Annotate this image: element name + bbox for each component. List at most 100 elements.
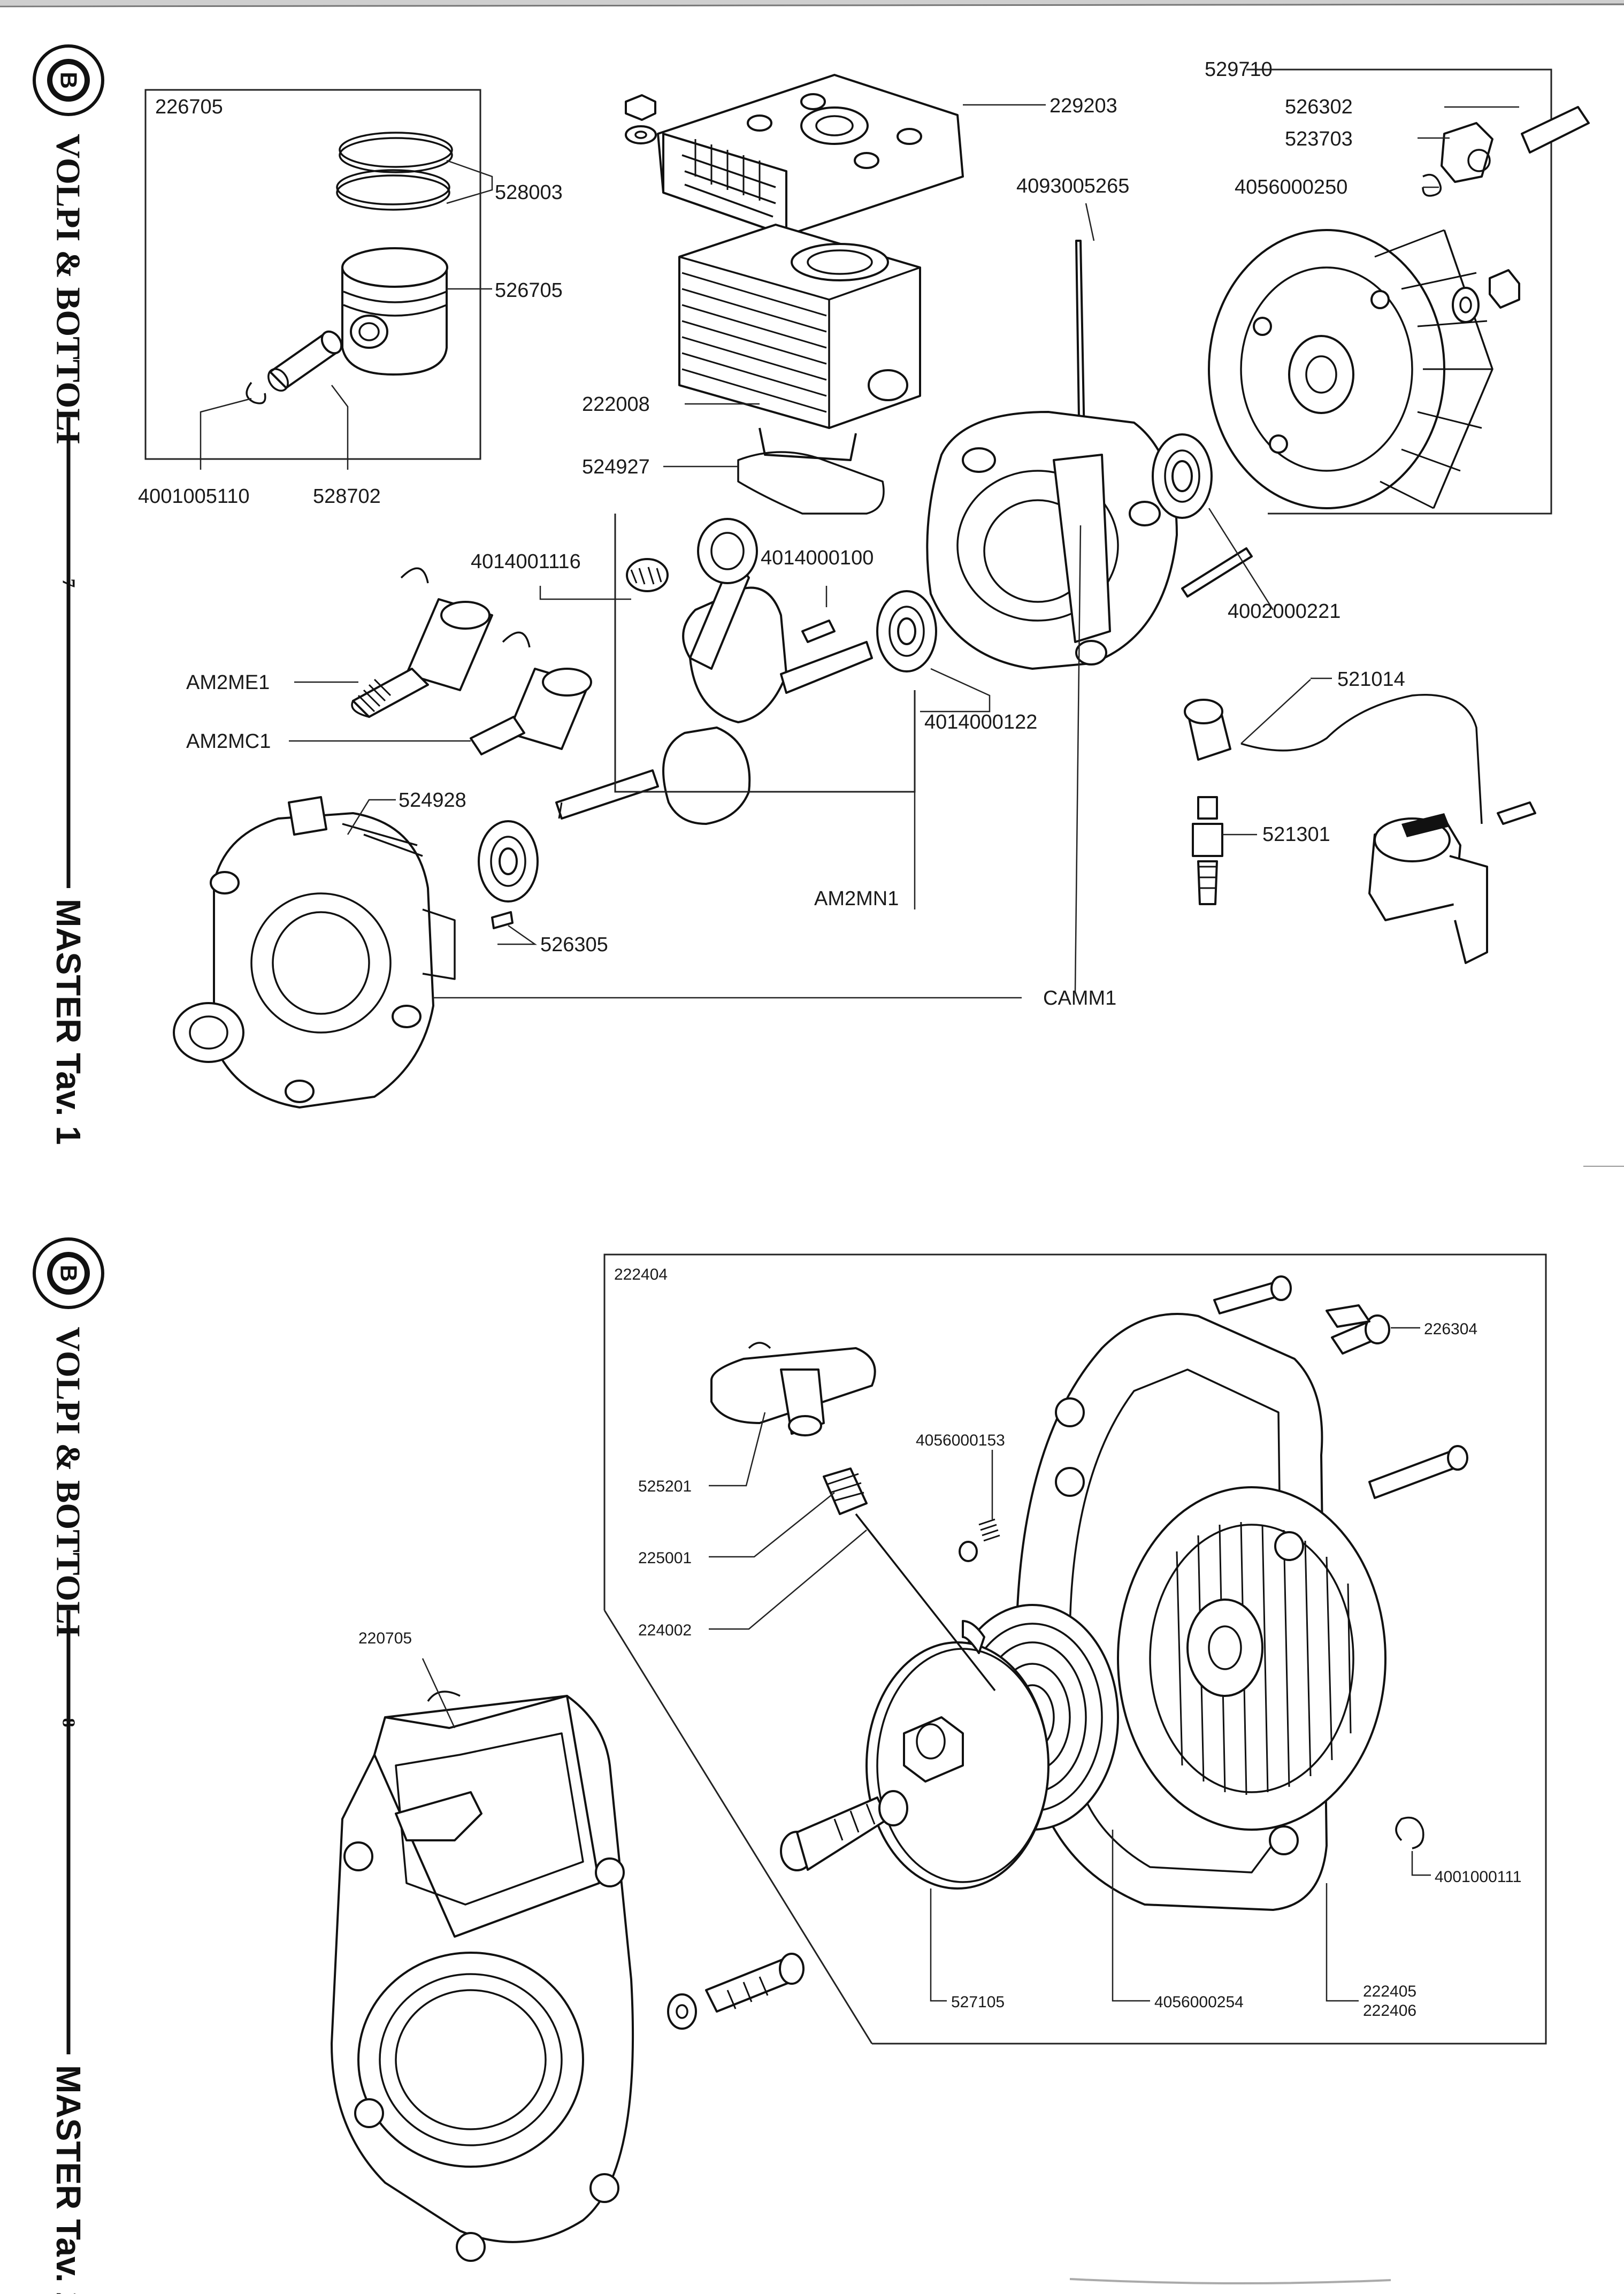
page-number: 7 — [59, 579, 79, 588]
label-524928: 524928 — [399, 789, 466, 812]
label-521014: 521014 — [1337, 668, 1405, 691]
label-4001000111: 4001000111 — [1435, 1868, 1521, 1886]
spark-plug-cap — [1184, 699, 1231, 761]
cover-screw-washer — [667, 1953, 805, 2030]
label-226705: 226705 — [155, 96, 223, 118]
label-222405: 222405 — [1363, 1983, 1416, 2000]
label-224002: 224002 — [638, 1622, 692, 1639]
rope-guide — [823, 1467, 868, 1515]
pin-circlip — [246, 381, 266, 404]
circlip — [1395, 1816, 1424, 1849]
spring-and-washer — [959, 1518, 1000, 1562]
dowel-pin — [491, 911, 514, 929]
label-AM2MC1: AM2MC1 — [186, 730, 271, 753]
label-526305: 526305 — [540, 934, 608, 956]
logo-letter: B — [56, 1265, 82, 1282]
crankshaft-assembly — [555, 518, 873, 825]
pulley-screw — [780, 1790, 908, 1871]
page-number: 8 — [59, 1718, 79, 1727]
label-225001: 225001 — [638, 1549, 692, 1567]
label-222406: 222406 — [1363, 2002, 1416, 2020]
starter-rope — [855, 1513, 996, 1692]
plate-1-diagram: 226705 528003 526705 4001005110 528702 2… — [138, 58, 1590, 1108]
left-main-bearing — [876, 590, 937, 672]
label-AM2ME1: AM2ME1 — [186, 671, 270, 694]
plate-2-labels: 222404 226304 4056000153 525201 225001 2… — [358, 1266, 1521, 2020]
cover-220705 — [331, 1691, 634, 2262]
plate-title: MASTER Tav. 1 — [49, 899, 88, 1145]
label-529710: 529710 — [1205, 58, 1273, 81]
plate-2-diagram: 222404 226304 4056000153 525201 225001 2… — [331, 1253, 1547, 2262]
label-222404: 222404 — [614, 1266, 668, 1283]
label-4056000153: 4056000153 — [916, 1432, 1005, 1449]
logo-letter: B — [56, 72, 82, 89]
label-4056000250: 4056000250 — [1235, 176, 1347, 198]
crank-assembly-bracket — [614, 514, 916, 793]
label-521301: 521301 — [1262, 823, 1330, 846]
scan-top-line — [0, 3, 1624, 7]
piston-pin — [267, 330, 343, 392]
flywheel-washer-nut — [1452, 269, 1520, 323]
label-4056000254: 4056000254 — [1154, 1993, 1244, 2011]
plate-2-sidebar: B VOLPI & BOTTOLI 8 MASTER Tav. 2 — [33, 1237, 104, 2294]
spark-plug — [1192, 796, 1223, 905]
right-main-bearing — [1152, 433, 1213, 519]
hv-lead — [1240, 694, 1483, 824]
label-4001005110: 4001005110 — [138, 485, 250, 508]
brand-name: VOLPI & BOTTOLI — [50, 134, 88, 445]
cylinder — [678, 224, 921, 461]
starter-kit-box-diag — [603, 1610, 873, 2044]
ignition-coil — [1368, 801, 1536, 964]
housing-screws — [1213, 1275, 1468, 1499]
label-AM2MN1: AM2MN1 — [814, 888, 899, 910]
plate-2-leaders — [422, 1327, 1431, 2002]
rope-pulley — [865, 1641, 1050, 1890]
label-525201: 525201 — [638, 1478, 692, 1495]
label-4014000100: 4014000100 — [761, 547, 874, 569]
label-526705: 526705 — [495, 279, 563, 302]
woodruff-key — [801, 620, 836, 643]
left-crank-bearing — [478, 820, 539, 903]
label-226304: 226304 — [1424, 1320, 1477, 1338]
base-gasket — [737, 451, 885, 515]
starter-handle — [710, 1342, 876, 1436]
head-nut-washer — [625, 94, 657, 144]
starter-fan-housing — [1015, 1313, 1386, 1911]
pawl — [962, 1620, 985, 1654]
scan-top-edge — [0, 0, 1624, 5]
brand-name: VOLPI & BOTTOLI — [50, 1327, 88, 1638]
label-4093005265: 4093005265 — [1016, 175, 1129, 197]
crankcase-screw — [1181, 547, 1253, 598]
plate-1-labels: 226705 528003 526705 4001005110 528702 2… — [138, 58, 1405, 1010]
label-4002000221: 4002000221 — [1228, 600, 1340, 623]
brand-logo: B — [33, 44, 104, 116]
label-528003: 528003 — [495, 181, 563, 204]
label-229203: 229203 — [1050, 95, 1117, 117]
flywheel-box — [1246, 68, 1552, 515]
plate-1-sidebar: B VOLPI & BOTTOLI 7 MASTER Tav. 1 — [33, 44, 104, 1145]
needle-bearing — [626, 558, 669, 592]
plate-title: MASTER Tav. 2 — [49, 2065, 88, 2294]
flywheel — [1208, 229, 1493, 509]
starter-kit-box — [603, 1253, 1547, 2045]
plate-1-leaders — [200, 104, 1519, 999]
brand-logo: B — [33, 1237, 104, 1309]
left-crankcase-boss — [173, 1002, 244, 1063]
housing-bolt — [1326, 1304, 1370, 1328]
label-220705: 220705 — [358, 1630, 412, 1647]
cylinder-head — [657, 74, 964, 236]
piston — [341, 247, 448, 376]
drive-shaft-mc — [470, 631, 592, 755]
label-222008: 222008 — [582, 393, 650, 416]
drive-shaft-me — [351, 567, 493, 718]
pawl-assembly — [1422, 106, 1590, 197]
label-526302: 526302 — [1285, 96, 1353, 118]
scan-bottom-smudge — [1069, 2278, 1391, 2285]
right-crankcase-half — [926, 411, 1178, 670]
label-CAMM1: CAMM1 — [1043, 987, 1116, 1010]
label-527105: 527105 — [951, 1993, 1005, 2011]
left-crankcase-half — [210, 796, 456, 1108]
label-4014000122: 4014000122 — [924, 711, 1037, 733]
label-524927: 524927 — [582, 456, 650, 478]
